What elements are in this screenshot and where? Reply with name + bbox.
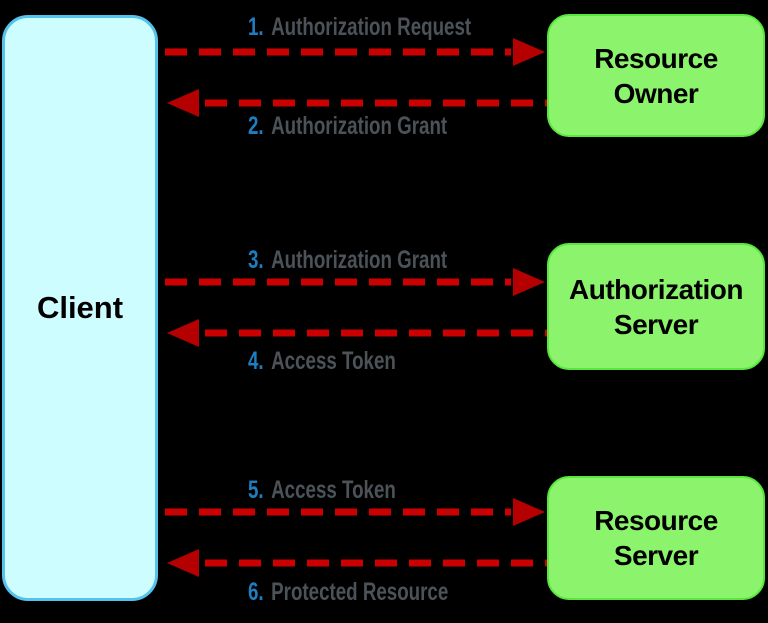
flow-1-text: Authorization Request xyxy=(271,13,472,41)
flow-6-number: 6. xyxy=(248,578,264,606)
resource-owner-label-line1: Resource xyxy=(594,42,718,74)
resource-owner-label-line2: Owner xyxy=(613,77,699,109)
client-label: Client xyxy=(36,290,124,325)
flow-4-text: Access Token xyxy=(271,347,396,375)
flow-2-text: Authorization Grant xyxy=(271,112,448,140)
arrow-3-right-icon xyxy=(165,268,545,296)
flow-5-text: Access Token xyxy=(271,476,396,504)
resource-owner-node: Resource Owner xyxy=(547,14,765,137)
flow-3-text: Authorization Grant xyxy=(271,246,448,274)
flow-label-3: 3.Authorization Grant xyxy=(248,246,447,274)
flow-label-2: 2.Authorization Grant xyxy=(248,112,447,140)
flow-1-number: 1. xyxy=(248,13,264,41)
authorization-server-label-line1: Authorization xyxy=(569,273,743,305)
arrow-4-left-icon xyxy=(167,319,548,347)
flow-5-number: 5. xyxy=(248,476,264,504)
resource-server-label-line2: Server xyxy=(613,540,699,571)
flow-label-6: 6.Protected Resource xyxy=(248,578,448,606)
authorization-server-label-line2: Server xyxy=(613,308,699,340)
flow-2-number: 2. xyxy=(248,112,264,140)
flow-3-number: 3. xyxy=(248,246,264,274)
flow-4-number: 4. xyxy=(248,347,264,375)
flow-label-4: 4.Access Token xyxy=(248,347,396,375)
arrow-6-left-icon xyxy=(167,549,548,577)
arrow-2-left-icon xyxy=(167,89,548,117)
resource-server-node: Resource Server xyxy=(547,476,765,600)
resource-server-label-line1: Resource xyxy=(594,505,718,536)
flow-label-1: 1.Authorization Request xyxy=(248,13,471,41)
arrow-1-right-icon xyxy=(165,38,545,66)
flow-6-text: Protected Resource xyxy=(271,578,449,606)
arrow-5-right-icon xyxy=(165,498,545,526)
authorization-server-node: Authorization Server xyxy=(547,243,765,370)
client-node: Client xyxy=(2,15,158,601)
flow-label-5: 5.Access Token xyxy=(248,476,396,504)
